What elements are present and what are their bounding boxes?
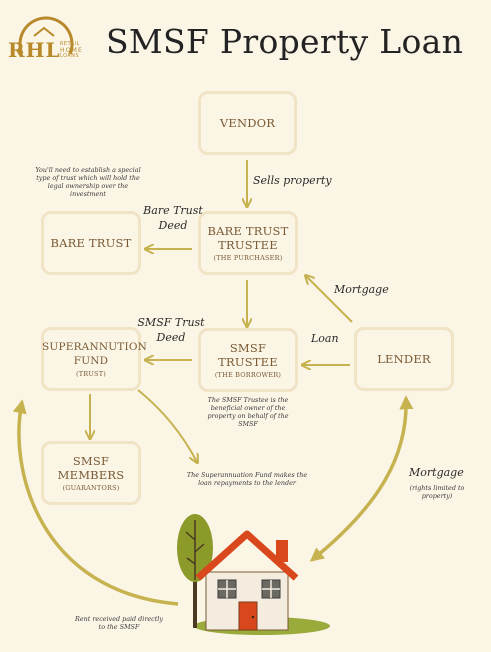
arrow-fund-to-repayments — [137, 389, 197, 462]
super-fund-sub: (TRUST) — [76, 369, 106, 378]
house-roof — [195, 530, 299, 581]
bare-trust-trustee-label: BARE TRUST TRUSTEE — [207, 223, 289, 252]
smsf-members-box: SMSF MEMBERS (GUARANTORS) — [41, 441, 141, 505]
mortgage-bottom-label: Mortgage — [409, 466, 464, 479]
window-right-icon — [261, 579, 281, 599]
page-title: SMSF Property Loan — [106, 22, 464, 61]
arrow-lender-to-trustee-mortgage — [306, 276, 353, 323]
lender-label: LENDER — [377, 352, 431, 366]
bare-trust-trustee-box: BARE TRUST TRUSTEE (THE PURCHASER) — [198, 211, 298, 275]
house-door — [238, 601, 258, 631]
logo-side-line-2: HOME — [60, 47, 84, 54]
arrow-rent-to-fund — [12, 399, 179, 606]
smsf-trust-deed-label: SMSF Trust Deed — [137, 316, 205, 344]
super-fund-box: SUPERANNUTION FUND (TRUST) — [41, 327, 148, 391]
lender-box: LENDER — [354, 327, 454, 391]
tree-icon — [177, 514, 213, 628]
bare-trust-label: BARE TRUST — [50, 236, 132, 250]
super-fund-label: SUPERANNUTION FUND — [42, 340, 148, 367]
bare-trust-trustee-sub: (THE PURCHASER) — [213, 253, 283, 262]
window-left-icon — [217, 579, 237, 599]
smsf-trustee-sub: (THE BORROWER) — [214, 370, 282, 379]
logo-initials: RHL — [8, 38, 61, 62]
mortgage-top-label: Mortgage — [334, 283, 389, 296]
vendor-label: VENDOR — [219, 116, 276, 130]
loan-label: Loan — [311, 332, 339, 345]
smsf-members-sub: (GUARANTORS) — [62, 483, 120, 492]
arrow-house-to-lender — [309, 395, 414, 562]
chimney — [276, 540, 288, 562]
vendor-box: VENDOR — [198, 91, 297, 155]
house-illustration — [177, 514, 330, 635]
smsf-trustee-label: SMSF TRUSTEE — [218, 340, 278, 369]
logo-side-line-3: LOANS — [60, 54, 80, 59]
logo-ring-icon — [18, 16, 74, 55]
rent-note: Rent received paid directly to the SMSF — [75, 615, 163, 631]
logo-side-line-1: RETAIL — [60, 42, 80, 47]
bare-trust-box: BARE TRUST — [41, 211, 141, 275]
logo-side-text: RETAIL HOME LOANS — [60, 42, 83, 60]
smsf-members-label: SMSF MEMBERS — [57, 453, 125, 482]
smsf-trustee-box: SMSF TRUSTEE (THE BORROWER) — [198, 328, 298, 392]
bare-trust-deed-label: Bare Trust Deed — [143, 204, 203, 232]
smsf-trustee-note: The SMSF Trustee is the beneficial owner… — [207, 396, 289, 428]
sells-property-label: Sells property — [253, 174, 332, 187]
rights-limited-note: (rights limited to property) — [409, 484, 465, 500]
repayments-note: The Superannuation Fund makes the loan r… — [186, 471, 308, 487]
bare-trust-note: You'll need to establish a special type … — [35, 166, 141, 198]
